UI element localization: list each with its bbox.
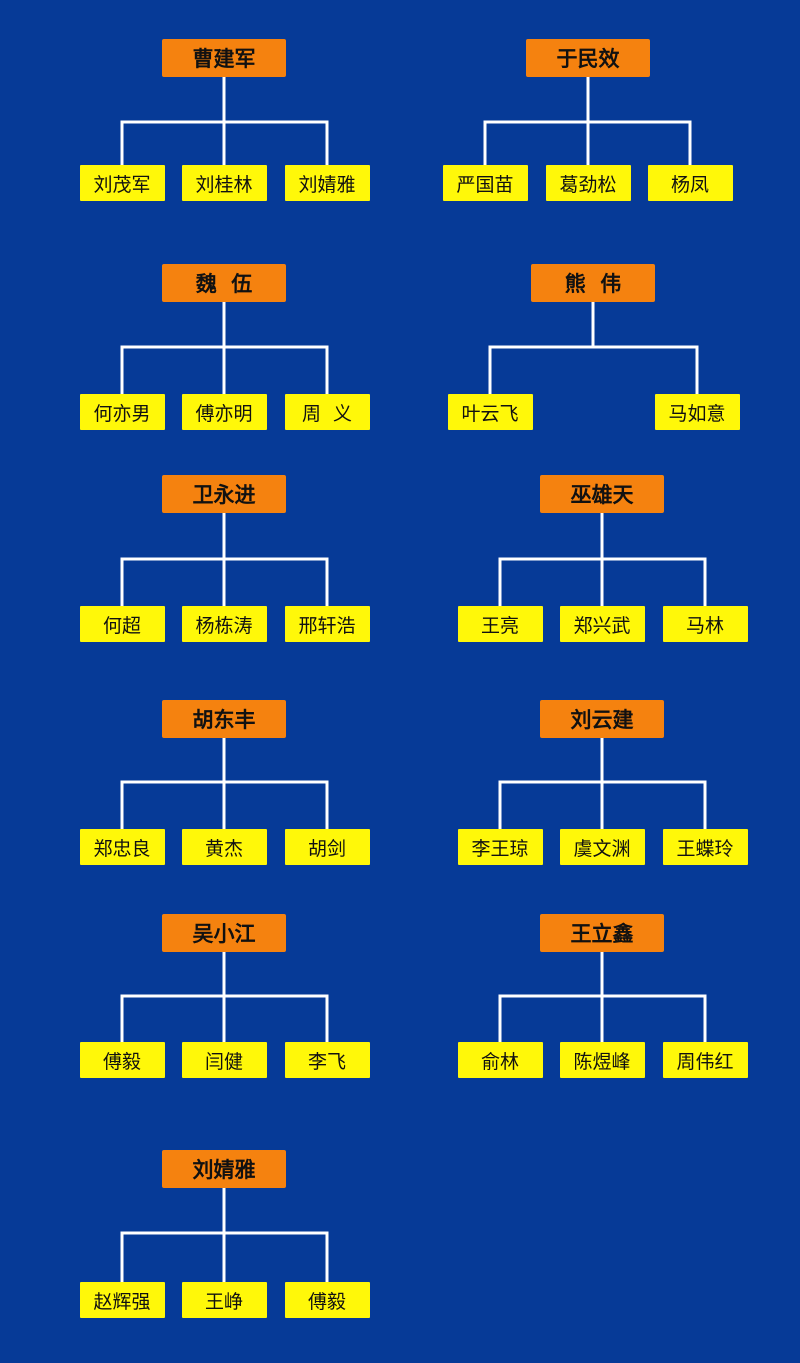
- member-box: 周伟红: [662, 1042, 748, 1078]
- leader-box: 巫雄天: [540, 475, 664, 513]
- member-box: 严国苗: [442, 165, 528, 201]
- member-box: 刘桂林: [181, 165, 267, 201]
- member-box: 胡剑: [284, 829, 370, 865]
- leader-box: 刘婧雅: [162, 1150, 286, 1188]
- leader-box: 熊 伟: [531, 264, 655, 302]
- member-box: 葛劲松: [545, 165, 631, 201]
- member-box: 傅毅: [284, 1282, 370, 1318]
- member-box: 何亦男: [79, 394, 165, 430]
- member-box: 赵辉强: [79, 1282, 165, 1318]
- member-box: 马林: [662, 606, 748, 642]
- leader-box: 王立鑫: [540, 914, 664, 952]
- member-box: 杨栋涛: [181, 606, 267, 642]
- member-box: 邢轩浩: [284, 606, 370, 642]
- leader-box: 魏 伍: [162, 264, 286, 302]
- member-box: 李王琼: [457, 829, 543, 865]
- member-box: 王亮: [457, 606, 543, 642]
- leader-box: 刘云建: [540, 700, 664, 738]
- member-box: 陈煜峰: [559, 1042, 645, 1078]
- member-box: 郑忠良: [79, 829, 165, 865]
- member-box: 郑兴武: [559, 606, 645, 642]
- leader-box: 吴小江: [162, 914, 286, 952]
- member-box: 傅毅: [79, 1042, 165, 1078]
- member-box: 马如意: [654, 394, 740, 430]
- member-box: 闫健: [181, 1042, 267, 1078]
- member-box: 傅亦明: [181, 394, 267, 430]
- leader-box: 曹建军: [162, 39, 286, 77]
- leader-box: 于民效: [526, 39, 650, 77]
- member-box: 刘婧雅: [284, 165, 370, 201]
- member-box: 李飞: [284, 1042, 370, 1078]
- member-box: 杨凤: [647, 165, 733, 201]
- member-box: 王蝶玲: [662, 829, 748, 865]
- member-box: 何超: [79, 606, 165, 642]
- member-box: 黄杰: [181, 829, 267, 865]
- member-box: 王峥: [181, 1282, 267, 1318]
- member-box: 虞文渊: [559, 829, 645, 865]
- member-box: 刘茂军: [79, 165, 165, 201]
- leader-box: 胡东丰: [162, 700, 286, 738]
- member-box: 周 义: [284, 394, 370, 430]
- member-box: 叶云飞: [447, 394, 533, 430]
- member-box: 俞林: [457, 1042, 543, 1078]
- leader-box: 卫永进: [162, 475, 286, 513]
